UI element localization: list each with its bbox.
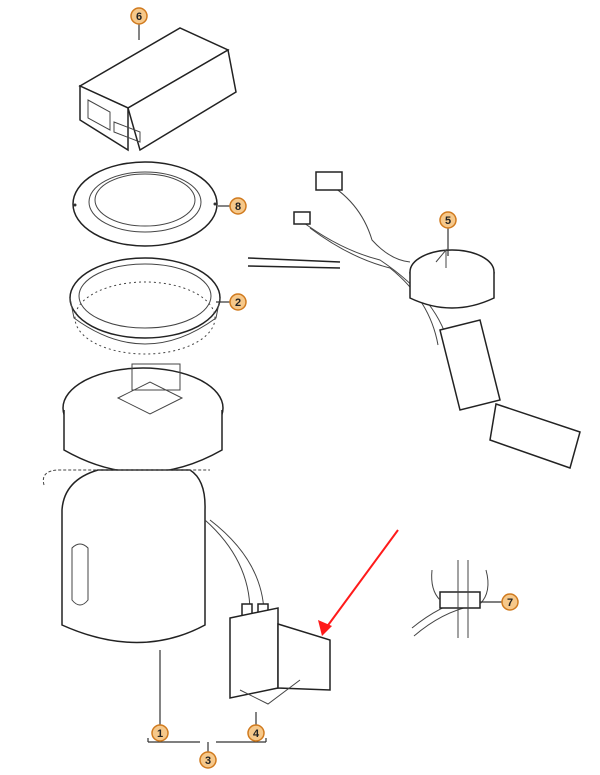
bracket-icon xyxy=(229,607,331,730)
callout-7: 7 xyxy=(501,593,519,611)
red-arrow-icon xyxy=(318,529,399,636)
callout-6: 6 xyxy=(130,7,148,25)
leader-lines xyxy=(138,24,502,752)
wiring-harness-icon xyxy=(247,171,581,469)
svg-text:5: 5 xyxy=(445,215,451,227)
svg-text:6: 6 xyxy=(136,11,142,23)
callout-2: 2 xyxy=(229,293,247,311)
wiring-leads xyxy=(204,519,269,617)
svg-text:8: 8 xyxy=(235,201,241,213)
svg-text:4: 4 xyxy=(253,728,260,740)
svg-text:2: 2 xyxy=(235,297,241,309)
control-module-icon xyxy=(78,27,237,152)
svg-text:3: 3 xyxy=(205,755,211,767)
fuel-pump-module-icon xyxy=(42,363,224,725)
lock-ring-icon xyxy=(69,257,221,355)
callout-8: 8 xyxy=(229,197,247,215)
callout-4: 4 xyxy=(247,724,265,742)
seal-ring-icon xyxy=(72,161,218,247)
callout-3: 3 xyxy=(199,751,217,769)
svg-text:1: 1 xyxy=(157,728,163,740)
callout-1: 1 xyxy=(151,724,169,742)
clip-icon xyxy=(411,560,489,638)
svg-text:7: 7 xyxy=(507,597,513,609)
callout-5: 5 xyxy=(439,211,457,229)
